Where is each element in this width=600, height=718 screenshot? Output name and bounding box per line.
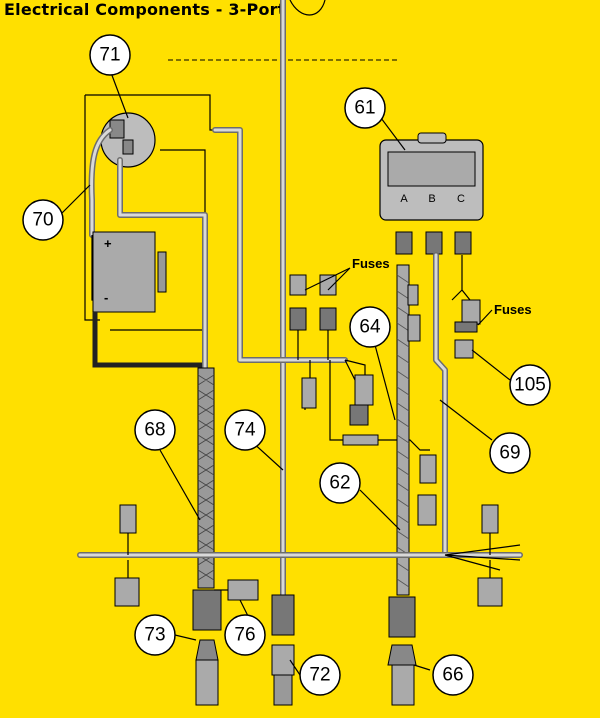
fuses-right-label: Fuses (494, 302, 532, 317)
battery-ground-cable (92, 312, 205, 368)
diagram-title: Electrical Components - 3-Port (4, 0, 286, 19)
callout-70: 70 (22, 199, 64, 241)
leader-69 (439, 399, 493, 441)
connector-mid (301, 377, 317, 409)
module-connector-a (395, 231, 413, 255)
module-port-b-label: B (428, 193, 435, 205)
module-connector-b (425, 231, 443, 255)
svg-text:105: 105 (514, 375, 546, 396)
leader-72 (289, 659, 301, 676)
braided-cable-68 (197, 367, 215, 589)
connector-73 (195, 659, 219, 706)
callout-71: 71 (89, 34, 131, 76)
callout-66: 66 (432, 654, 474, 696)
callout-73: 73 (134, 614, 176, 656)
connector-76 (227, 579, 259, 601)
braided-cable-62 (396, 264, 410, 596)
svg-text:69: 69 (499, 443, 520, 464)
module-connector-c (454, 231, 472, 255)
callout-62: 62 (319, 462, 361, 504)
connector-64 (354, 374, 374, 406)
connector-66 (391, 664, 415, 706)
svg-text:70: 70 (32, 210, 53, 231)
fuse-holder-left-2 (319, 307, 337, 331)
svg-text:64: 64 (359, 317, 381, 338)
svg-text:71: 71 (99, 45, 120, 66)
connector-73-upper (192, 589, 222, 631)
callout-74: 74 (224, 409, 266, 451)
svg-text:68: 68 (144, 420, 165, 441)
right-connector-lower (477, 577, 503, 607)
svg-text:66: 66 (442, 665, 463, 686)
battery (92, 231, 156, 313)
leader-62 (359, 489, 401, 531)
battery-minus-label: - (104, 290, 108, 305)
svg-text:61: 61 (354, 98, 375, 119)
connector-72-upper (271, 594, 295, 636)
fuses-left-label: Fuses (352, 256, 390, 271)
leader-105 (471, 349, 511, 381)
svg-text:73: 73 (144, 625, 165, 646)
callout-105: 105 (509, 364, 551, 406)
harness-branch-wire (329, 360, 345, 441)
module-port-a-label: A (400, 193, 408, 205)
svg-text:76: 76 (234, 625, 255, 646)
callout-72: 72 (299, 654, 341, 696)
callout-68: 68 (134, 409, 176, 451)
connector-66-upper (388, 596, 416, 638)
leader-73 (174, 634, 197, 641)
svg-text:74: 74 (234, 420, 256, 441)
fuse-left-1 (289, 274, 307, 296)
fuse-holder-left-1 (289, 307, 307, 331)
inline-connector (342, 434, 379, 446)
left-connector-upper (119, 504, 137, 534)
leader-64 (374, 344, 396, 421)
battery-plus-label: + (104, 236, 112, 251)
fuses-right (454, 321, 478, 333)
svg-text:72: 72 (309, 665, 330, 686)
callout-61: 61 (344, 87, 386, 129)
cable-top-bend (289, 0, 326, 16)
svg-text:62: 62 (329, 473, 350, 494)
module-port-c-label: C (457, 193, 465, 205)
callout-69: 69 (489, 432, 531, 474)
leader-66 (413, 664, 431, 671)
leader-68 (159, 449, 201, 521)
fuse-holder-105 (454, 339, 474, 359)
leader-70 (59, 184, 91, 216)
callout-64: 64 (349, 306, 391, 348)
leader-71 (109, 69, 129, 119)
right-connector-upper (481, 504, 499, 534)
fuse-left-2 (319, 274, 337, 296)
callout-76: 76 (224, 614, 266, 656)
connector-62-mid (419, 454, 437, 484)
left-connector-lower (114, 577, 140, 607)
battery-fuse-holder (157, 251, 167, 293)
